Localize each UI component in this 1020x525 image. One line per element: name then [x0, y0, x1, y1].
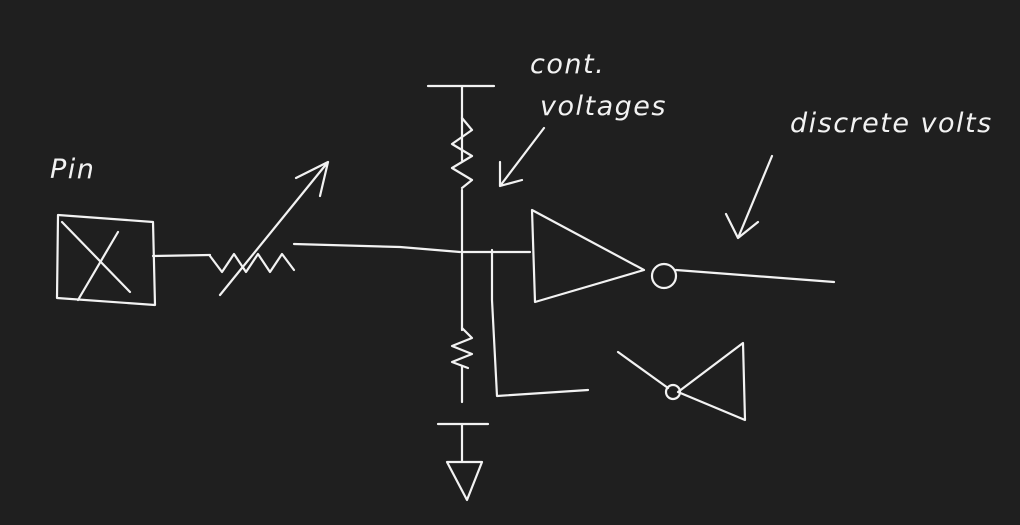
lower-resistor	[450, 326, 474, 370]
pin-box	[55, 213, 157, 307]
variable-resistor-arrow-icon	[218, 160, 330, 297]
variable-resistor	[208, 252, 296, 274]
output-wire	[674, 268, 836, 284]
inverter-bubble	[650, 262, 678, 290]
cont-voltages-arrow-icon	[498, 126, 546, 188]
input-wire	[292, 242, 462, 254]
upper-resistor	[450, 116, 474, 190]
discrete-volts-label: discrete volts	[790, 108, 993, 139]
feedback-inverter-lead	[616, 350, 670, 390]
cont-voltages-label-line1: cont.	[530, 49, 605, 80]
ground-symbol	[436, 422, 490, 502]
pin-x-stroke-2	[76, 230, 120, 302]
discrete-volts-arrow-icon	[724, 154, 774, 240]
cont-voltages-label-line2: voltages	[540, 91, 667, 122]
feedback-wire	[490, 248, 590, 398]
inverter-triangle	[530, 208, 646, 304]
pin-label: Pin	[50, 154, 95, 185]
pin-x-stroke-1	[60, 220, 132, 294]
feedback-inverter-bubble	[664, 383, 682, 401]
feedback-inverter-triangle	[676, 341, 747, 422]
pin-wire	[151, 253, 212, 258]
vdd-rail	[426, 84, 496, 114]
